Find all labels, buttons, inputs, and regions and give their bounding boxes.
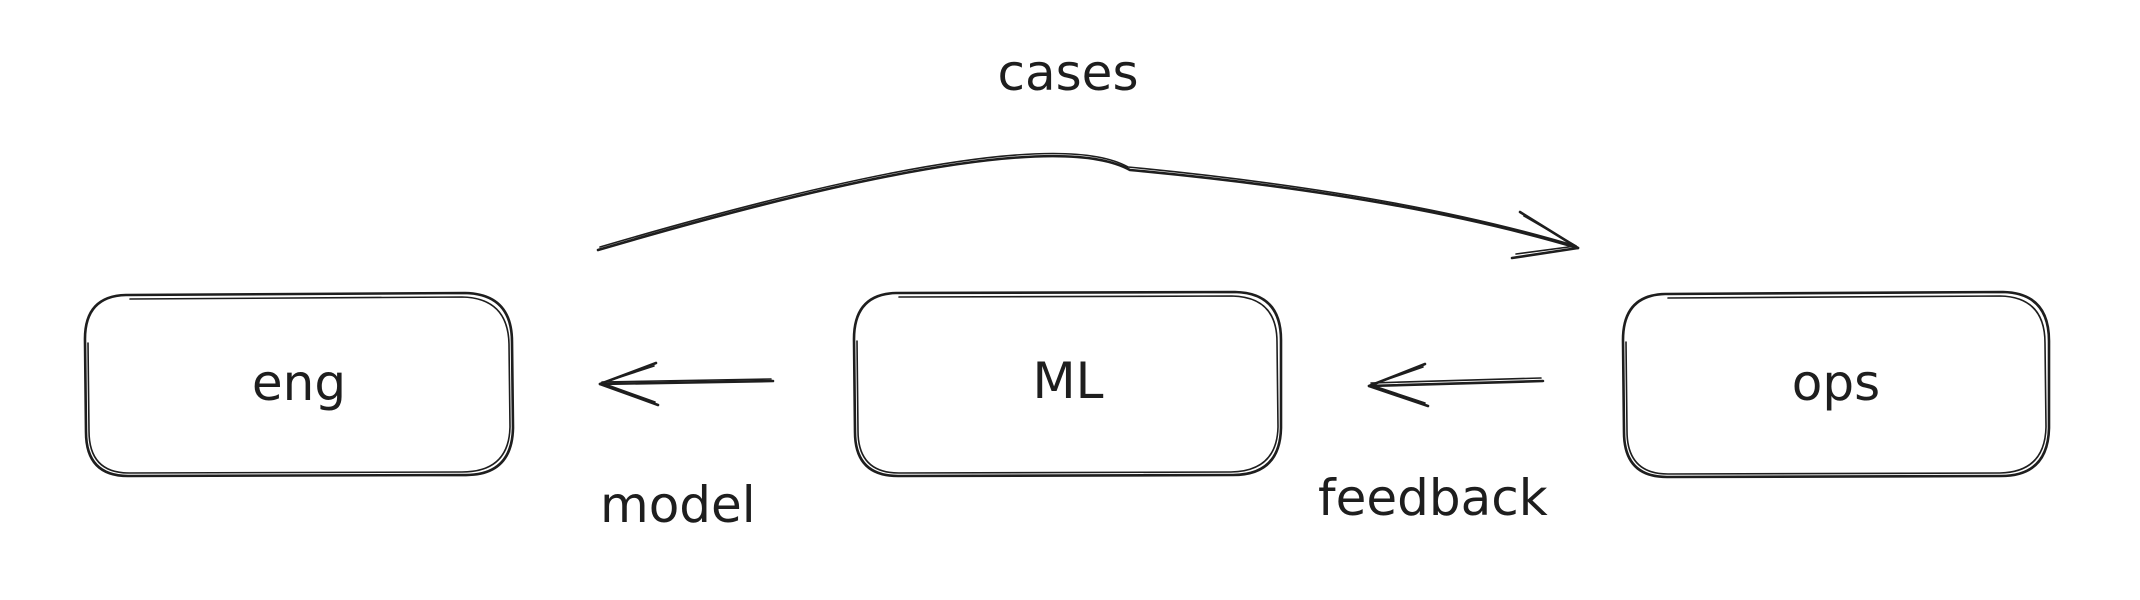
node-ml-box-sketch [856, 295, 1279, 474]
edge-feedback-arrowhead [1367, 362, 1430, 408]
edge-model-line [598, 379, 775, 386]
edge-feedback-line [1367, 379, 1545, 388]
node-ml-box [852, 290, 1283, 478]
edge-cases-line [596, 154, 1580, 252]
edge-cases-line-sketch [599, 152, 1577, 248]
edge-cases[interactable]: cases [596, 44, 1580, 260]
node-ops-label: ops [1792, 354, 1880, 412]
edge-feedback-line-sketch [1370, 377, 1542, 384]
node-eng-box-sketch [87, 296, 511, 474]
edge-cases-label: cases [998, 44, 1139, 102]
edge-cases-arrowhead-sketch [1515, 215, 1577, 255]
edge-feedback[interactable]: feedback [1318, 362, 1548, 527]
edge-model-arrowhead-sketch [601, 365, 656, 403]
node-eng-box [83, 291, 515, 478]
node-ops-box [1621, 290, 2051, 479]
edge-cases-arrowhead [1510, 210, 1580, 260]
edge-feedback-label: feedback [1318, 469, 1548, 527]
node-ops-box-sketch [1625, 295, 2047, 475]
edge-feedback-arrowhead-sketch [1370, 366, 1426, 404]
node-ops[interactable]: ops [1621, 290, 2051, 479]
node-eng-label: eng [252, 354, 346, 412]
edge-model-line-sketch [601, 378, 772, 383]
edge-model-arrowhead [598, 361, 660, 407]
edge-model[interactable]: model [598, 361, 775, 534]
node-eng[interactable]: eng [83, 291, 515, 478]
edge-model-label: model [600, 476, 756, 534]
node-ml[interactable]: ML [852, 290, 1283, 478]
node-ml-label: ML [1033, 352, 1104, 410]
